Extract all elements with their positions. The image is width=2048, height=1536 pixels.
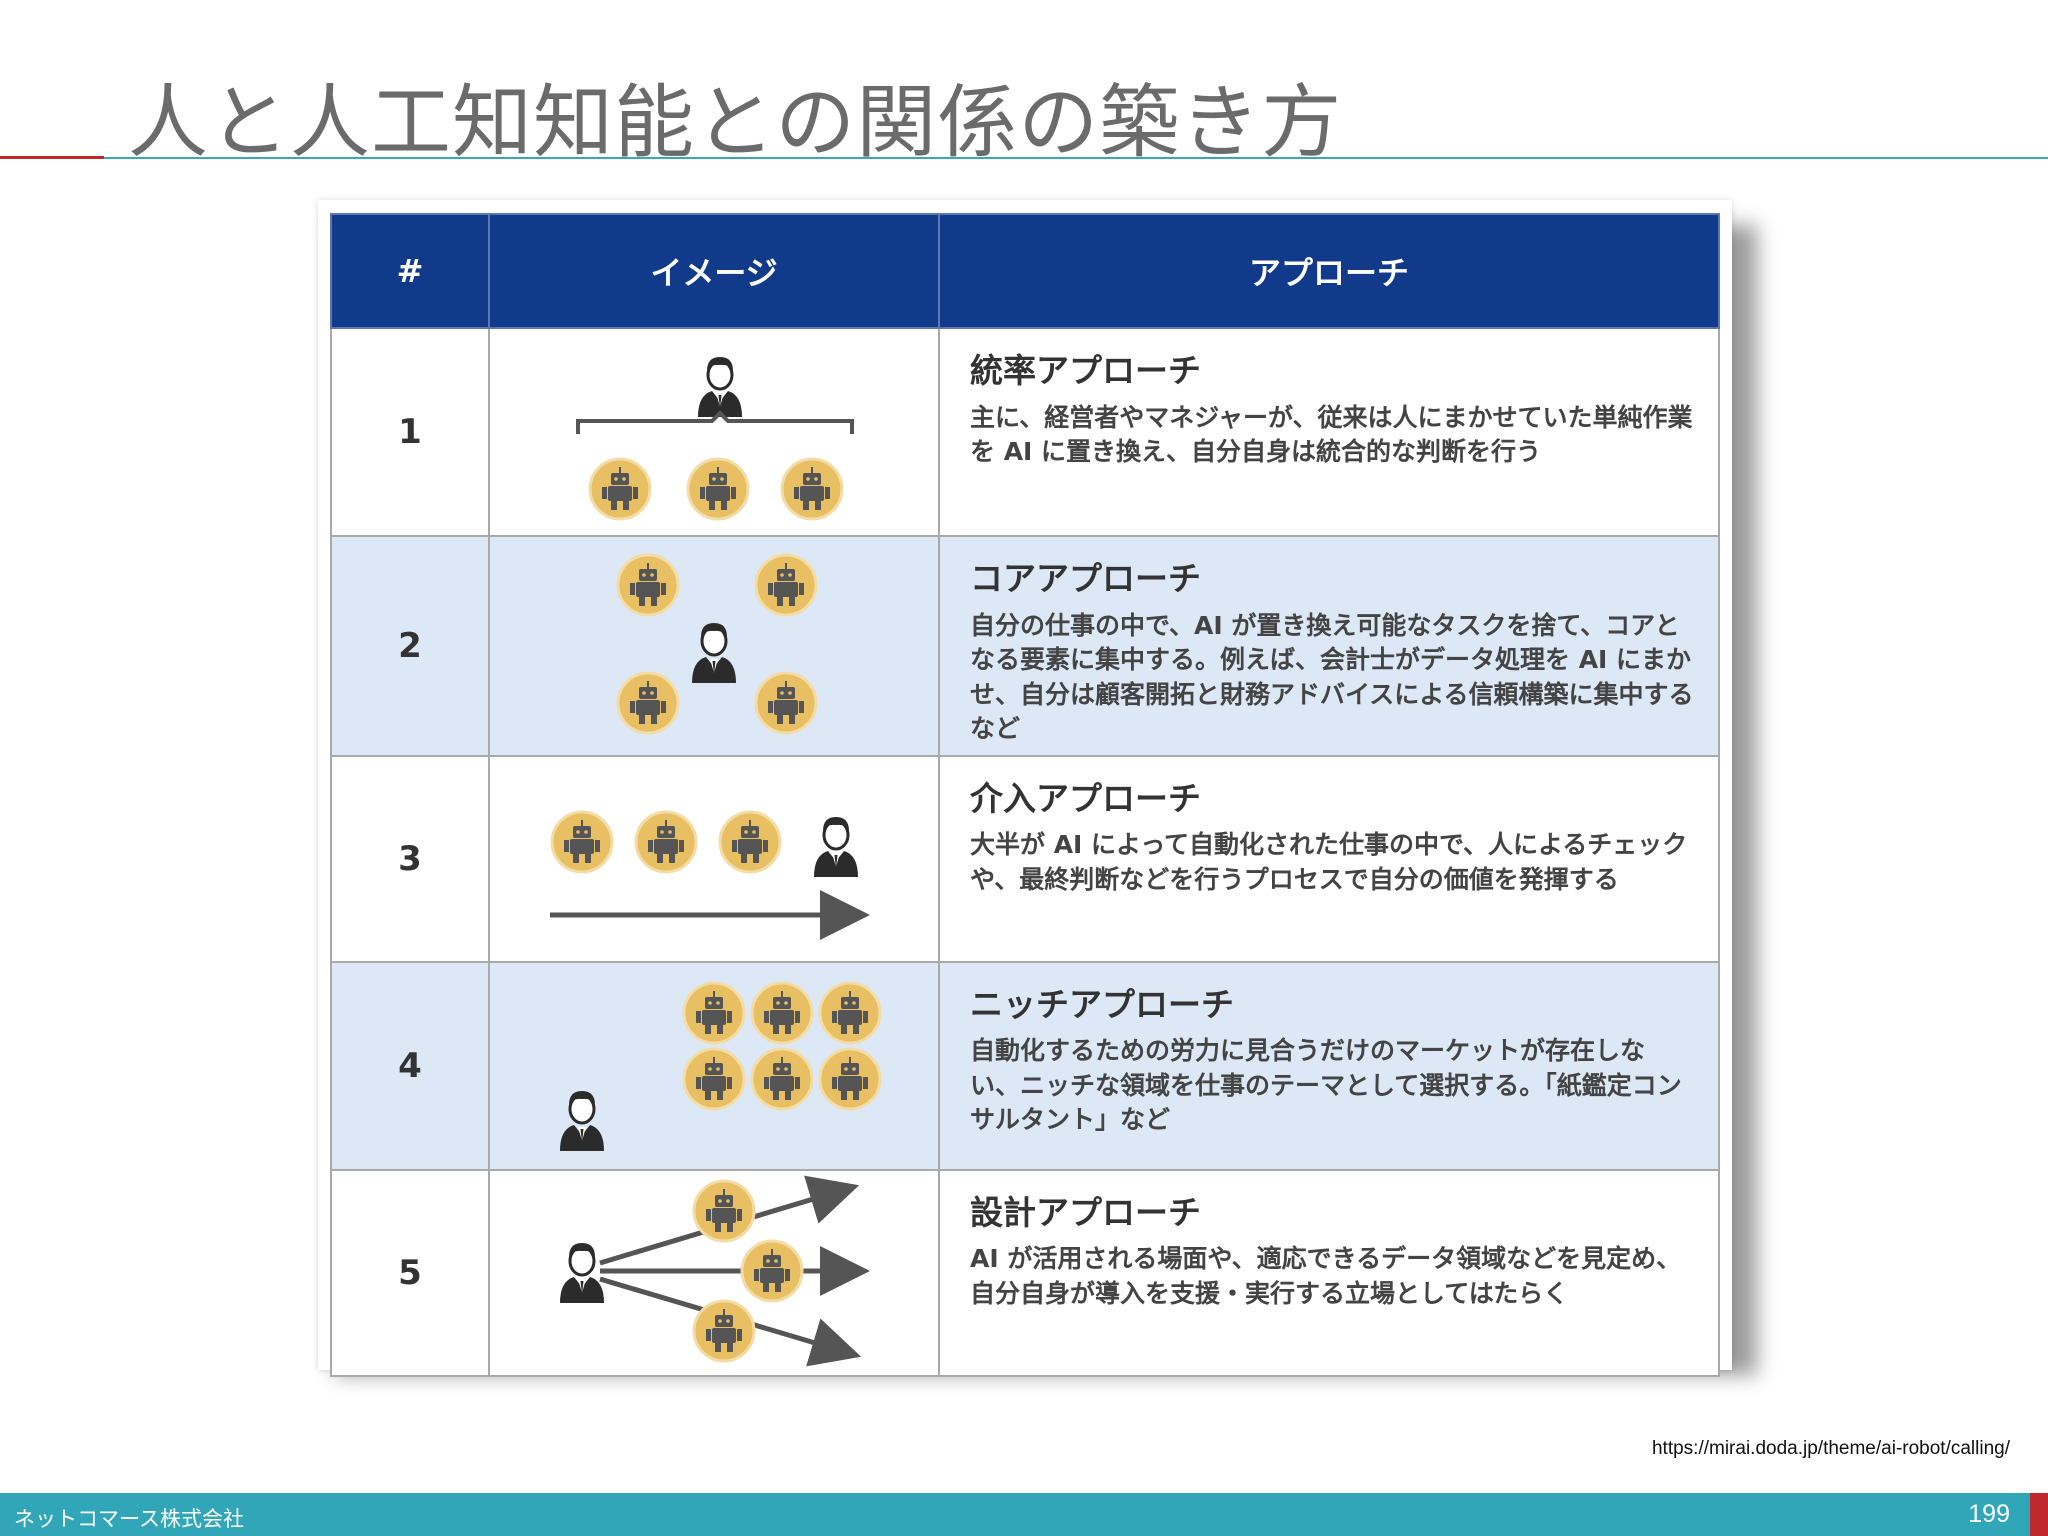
- robot-icon: [754, 671, 818, 735]
- intervention-illustration: [550, 810, 870, 940]
- approach-title: コアアプローチ: [970, 559, 1201, 598]
- table-row: 5 設計アプローチ AI が活用される場面や、適応できるデータ領域などを見定め、…: [330, 1168, 1720, 1377]
- approach-cell: 設計アプローチ AI が活用される場面や、適応できるデータ領域などを見定め、自分…: [938, 1168, 1720, 1377]
- niche-illustration: [558, 981, 882, 1153]
- table-row: 2 コアアプローチ 自分の仕事の中で、AI が置き換え可能なタスクを捨て、コアと…: [330, 535, 1720, 757]
- robot-icon: [686, 457, 750, 521]
- approach-title: ニッチアプローチ: [970, 984, 1234, 1024]
- table-row: 3 介入アプローチ 大半が AI によって自動化された仕事の中で、人によるチェッ…: [330, 754, 1720, 963]
- approach-description: 自分の仕事の中で、AI が置き換え可能なタスクを捨て、コアとなる要素に集中する。…: [970, 610, 1694, 744]
- footer-bar: [0, 1493, 2030, 1536]
- row-image-leadership: [488, 327, 940, 537]
- row-image-core: [488, 535, 940, 757]
- row-number: 5: [330, 1168, 490, 1377]
- slide-title: 人と人工知知能との関係の築き方: [128, 76, 1343, 169]
- robot-icon: [616, 671, 680, 735]
- approach-title: 統率アプローチ: [970, 351, 1201, 390]
- robot-icon: [616, 553, 680, 617]
- header-number: #: [330, 213, 490, 329]
- person-icon: [558, 1089, 606, 1153]
- company-name: ネットコマース株式会社: [14, 1507, 244, 1531]
- robot-icon: [740, 1239, 804, 1303]
- robot-icon: [750, 981, 814, 1045]
- robot-icon: [550, 810, 614, 874]
- row-number: 1: [330, 327, 490, 537]
- header-image: イメージ: [488, 213, 940, 329]
- robot-icon: [718, 810, 782, 874]
- approach-cell: ニッチアプローチ 自動化するための労力に見合うだけのマーケットが存在しない、ニッ…: [938, 960, 1720, 1171]
- robot-icon: [818, 981, 882, 1045]
- row-image-intervention: [488, 754, 940, 963]
- title-rule-accent: [0, 156, 104, 159]
- robot-icon: [682, 981, 746, 1045]
- person-icon: [812, 815, 860, 879]
- approach-description: AI が活用される場面や、適応できるデータ領域などを見定め、自分自身が導入を支援…: [970, 1244, 1682, 1308]
- approach-title: 介入アプローチ: [970, 778, 1201, 818]
- row-number: 4: [330, 960, 490, 1171]
- approach-description: 主に、経営者やマネジャーが、従来は人にまかせていた単純作業を AI に置き換え、…: [970, 402, 1693, 467]
- robot-icon: [588, 457, 652, 521]
- robot-icon: [818, 1047, 882, 1111]
- table-row: 1 統率アプローチ 主に、経営者やマネジャーが、従来は人にまかせていた単純作業を…: [330, 327, 1720, 537]
- person-icon: [696, 355, 744, 419]
- page-number: 199: [1968, 1500, 2010, 1528]
- leadership-illustration: [576, 355, 854, 521]
- approach-cell: 介入アプローチ 大半が AI によって自動化された仕事の中で、人によるチェックや…: [938, 754, 1720, 963]
- robot-icon: [750, 1047, 814, 1111]
- approach-title: 設計アプローチ: [970, 1192, 1201, 1232]
- approach-table: # イメージ アプローチ 1 統率アプローチ 主に、経営者やマネジャーが、従来は…: [330, 213, 1720, 1377]
- robot-icon: [634, 810, 698, 874]
- header-approach: アプローチ: [938, 213, 1720, 329]
- approach-cell: 統率アプローチ 主に、経営者やマネジャーが、従来は人にまかせていた単純作業を A…: [938, 327, 1720, 537]
- approach-description: 大半が AI によって自動化された仕事の中で、人によるチェックや、最終判断などを…: [970, 830, 1688, 894]
- person-icon: [690, 621, 738, 685]
- robot-icon: [682, 1047, 746, 1111]
- table-row: 4 ニッチアプローチ 自動化するための労力に見合うだけのマーケットが存在しない、…: [330, 960, 1720, 1171]
- row-number: 3: [330, 754, 490, 963]
- table-header-row: # イメージ アプローチ: [330, 213, 1720, 329]
- row-image-niche: [488, 960, 940, 1171]
- title-rule: [104, 157, 2048, 159]
- robot-icon: [692, 1179, 756, 1243]
- row-image-design: [488, 1168, 940, 1377]
- approach-description: 自動化するための労力に見合うだけのマーケットが存在しない、ニッチな領域を仕事のテ…: [970, 1036, 1682, 1135]
- row-number: 2: [330, 535, 490, 757]
- robot-icon: [692, 1299, 756, 1363]
- approach-cell: コアアプローチ 自分の仕事の中で、AI が置き換え可能なタスクを捨て、コアとなる…: [938, 535, 1720, 757]
- robot-icon: [780, 457, 844, 521]
- design-illustration: [558, 1175, 870, 1367]
- source-link[interactable]: https://mirai.doda.jp/theme/ai-robot/cal…: [1651, 1438, 2010, 1459]
- robot-icon: [754, 553, 818, 617]
- core-illustration: [616, 553, 818, 735]
- person-icon: [558, 1241, 606, 1305]
- footer-accent: [2030, 1493, 2048, 1536]
